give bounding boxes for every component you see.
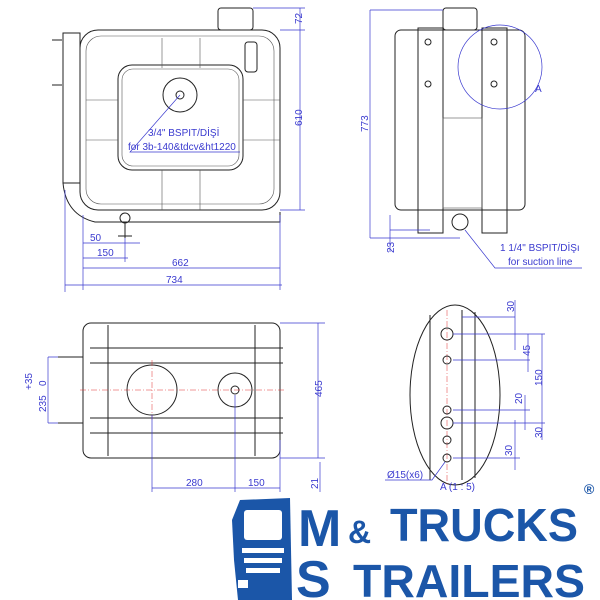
suction-label-line1: 1 1/4" BSPIT/DİŞı	[500, 241, 580, 254]
dim-21: 21	[310, 477, 321, 489]
suction-label-line2: for suction line	[508, 257, 573, 268]
dim-773: 773	[360, 115, 371, 132]
dim-150-top: 150	[248, 478, 265, 489]
port-label-line2: for 3b-140&tdcv&ht1220	[128, 142, 236, 153]
dim-cap-height: 72	[294, 12, 305, 24]
detail-ellipse	[409, 304, 501, 486]
ms-trucks-trailers-logo: M S TRUCKS & TRAILERS ®	[232, 481, 595, 600]
dim-body-height: 610	[294, 109, 305, 126]
detail-a: 30 45 150 20 30 30 Ø15(x6) A (1 : 5)	[385, 300, 545, 493]
tank-top	[82, 322, 281, 459]
dim-plus35: +35	[24, 373, 35, 390]
side-view: A 773 23 1 1/4" BSPIT/DİŞı for suction l…	[360, 7, 582, 269]
logo-trailers: TRAILERS	[353, 555, 585, 600]
registered-mark: ®	[584, 481, 595, 497]
filler-cap	[217, 7, 254, 31]
dim-280: 280	[186, 478, 203, 489]
dim-150: 150	[97, 248, 114, 259]
level-gauge	[244, 41, 258, 73]
dim-0: 0	[38, 380, 49, 386]
dim-30-bot: 30	[504, 444, 515, 456]
dim-20: 20	[514, 392, 525, 404]
logo-ampersand: &	[348, 514, 371, 550]
logo-trucks: TRUCKS	[390, 499, 578, 551]
hole-label: Ø15(x6)	[387, 470, 423, 481]
detail-marker-letter: A	[535, 84, 542, 95]
tank-body	[79, 29, 281, 211]
logo-m: M	[298, 500, 341, 558]
dim-30-mid: 30	[534, 426, 545, 438]
detail-scale-label: A (1 : 5)	[440, 482, 475, 493]
logo-s: S	[296, 551, 331, 600]
dim-30-top: 30	[506, 300, 517, 312]
dim-734: 734	[166, 275, 183, 286]
dim-235: 235	[38, 395, 49, 412]
port-label-line1: 3/4" BSPIT/DİŞİ	[148, 126, 219, 139]
top-view: +35 0 235 465 21 280 150	[24, 322, 325, 492]
mounting-bracket	[62, 32, 81, 184]
tank-side	[394, 29, 526, 211]
dim-150-detail: 150	[534, 369, 545, 386]
dim-45: 45	[522, 344, 533, 356]
dim-662: 662	[172, 258, 189, 269]
dim-465: 465	[314, 380, 325, 397]
flange	[162, 77, 198, 113]
front-view: 72 610 3/4" BSPIT/DİŞİ for 3b-140&tdcv&h…	[52, 7, 305, 292]
truck-icon	[232, 498, 292, 600]
detail-a-marker	[457, 24, 543, 110]
dim-23: 23	[386, 241, 397, 253]
inspection-cover	[117, 64, 244, 171]
dim-50: 50	[90, 233, 102, 244]
